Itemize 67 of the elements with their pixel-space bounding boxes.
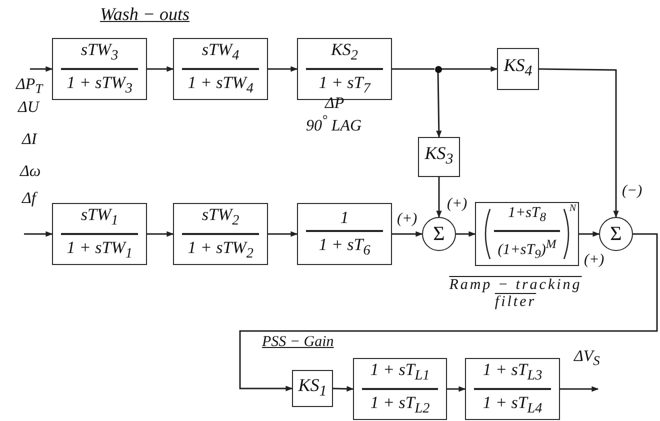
transfer-function-block xyxy=(173,38,268,100)
arrow xyxy=(436,177,442,218)
signal-label: (+) xyxy=(584,252,604,269)
signal-label: ΔI xyxy=(22,131,37,148)
section-title: PSS − Gain xyxy=(262,334,334,351)
arrow xyxy=(392,231,423,237)
gain-label: KS$_{4}$ xyxy=(504,56,532,82)
arrow xyxy=(332,386,354,392)
transfer-function-block xyxy=(353,358,447,420)
section-title: Wash − outs xyxy=(100,6,190,23)
arrow xyxy=(456,231,476,237)
gain-label: KS$_{1}$ xyxy=(298,376,327,402)
junction-dot xyxy=(434,66,442,72)
signal-label: Δω xyxy=(20,163,41,180)
signal-label: (+) xyxy=(397,211,418,228)
gain-block xyxy=(292,370,333,407)
numerator: sTW$_{4}$ xyxy=(202,40,240,66)
signal-label: (−) xyxy=(622,183,642,200)
transfer-function-block xyxy=(173,203,268,265)
numerator: 1+sT$_{8}$ xyxy=(508,204,546,226)
transfer-function-block xyxy=(52,203,147,265)
signal-label: ΔU xyxy=(18,99,39,116)
denominator: 1 + sTW$_{2}$ xyxy=(188,238,254,264)
gain-label: KS$_{3}$ xyxy=(424,144,454,170)
arrow xyxy=(560,386,599,392)
signal-label: ΔV$_{S}$ xyxy=(574,348,600,370)
arrow xyxy=(539,68,619,218)
arrow xyxy=(268,66,298,72)
numerator: sTW$_{1}$ xyxy=(80,204,118,230)
numerator: sTW$_{3}$ xyxy=(80,40,118,66)
denominator: 1 + sTW$_{3}$ xyxy=(66,72,132,98)
denominator: 1 + sT$_{7}$ xyxy=(318,72,370,98)
numerator: 1 xyxy=(340,208,349,228)
signal-label: ΔP$_{T}$ xyxy=(16,76,43,98)
arrow xyxy=(268,231,298,237)
arrow xyxy=(447,386,466,392)
section-title: Ramp − tracking filter xyxy=(448,277,583,311)
denominator: (1+sT$_{9}$)$^{M}$ xyxy=(498,236,556,263)
numerator: 1 + sT$_{L1}$ xyxy=(370,360,430,386)
arrow xyxy=(147,66,174,72)
numerator: 1 + sT$_{L3}$ xyxy=(482,360,542,386)
arrow xyxy=(30,66,53,72)
block-caption: 90$^{°}$ LAG xyxy=(306,111,362,134)
signal-label: (+) xyxy=(447,196,468,213)
transfer-function-block xyxy=(297,203,392,265)
denominator: 1 + sT$_{6}$ xyxy=(318,234,370,260)
signal-label: Δf xyxy=(22,190,36,207)
denominator: 1 + sTW$_{1}$ xyxy=(66,238,132,264)
arrow xyxy=(147,231,174,237)
denominator: 1 + sT$_{L4}$ xyxy=(482,392,542,418)
arrow xyxy=(24,231,53,237)
exponent: N xyxy=(569,203,576,214)
denominator: 1 + sT$_{L2}$ xyxy=(370,392,430,418)
summing-junction: Σ xyxy=(422,217,456,251)
arrow xyxy=(579,231,600,237)
arrow xyxy=(436,72,442,138)
arrow xyxy=(239,233,658,392)
arrow xyxy=(442,66,498,72)
numerator: sTW$_{2}$ xyxy=(202,204,240,230)
denominator: 1 + sTW$_{4}$ xyxy=(188,72,254,98)
numerator: KS$_{2}$ xyxy=(331,40,358,66)
transfer-function-block xyxy=(52,38,147,100)
gain-block xyxy=(497,48,539,90)
gain-block xyxy=(418,137,460,177)
transfer-function-block xyxy=(465,358,560,420)
block-caption: ΔP xyxy=(325,95,344,112)
summing-junction: Σ xyxy=(599,217,633,251)
